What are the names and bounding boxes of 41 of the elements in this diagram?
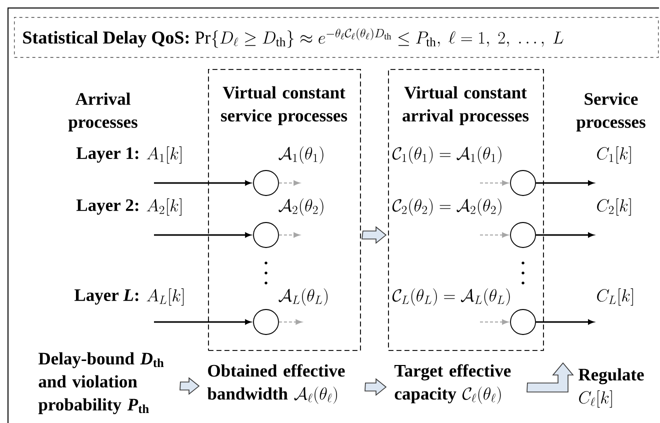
block-arrow: [362, 226, 387, 244]
node-label: $\mathcal{C}_1(\theta_1) = \mathcal{A}_1(\theta_1)$: [392, 146, 502, 164]
block-arrow: [526, 362, 574, 392]
arrow: [536, 320, 594, 324]
arrow: [154, 232, 251, 238]
arrow: [154, 180, 251, 186]
arrow: [536, 180, 594, 186]
step-text: Obtained effective bandwidth $\mathcal{A}_\ell(\theta_\ell)$: [207, 364, 345, 404]
rate-label: $\mathcal{A}_1(\theta_1)$: [278, 146, 324, 164]
column-heading: Arrival processes: [68, 92, 138, 132]
arrow: [278, 232, 300, 238]
rate-label: $C_1[k]$: [597, 146, 631, 164]
layer-label: Layer 1:: [76, 147, 138, 163]
step-text: Regulate $C_\ell[k]$: [578, 368, 644, 408]
arrow: [480, 232, 508, 238]
queue-circle: [253, 222, 279, 248]
arrow: [278, 319, 302, 325]
block-arrow: [180, 377, 200, 395]
rate-label: $\mathcal{A}_L(\theta_L)$: [278, 288, 328, 306]
arrow: [536, 232, 594, 238]
rate-label: $C_L[k]$: [597, 288, 633, 306]
arrow: [154, 320, 251, 324]
layer-label: Layer L:: [74, 289, 138, 305]
rate-label: $C_2[k]$: [597, 198, 631, 216]
rate-label: $A_2[k]$: [146, 198, 182, 216]
layer-label: Layer 2:: [76, 199, 138, 215]
arrow: [278, 180, 300, 186]
step-text: Target effective capacity $\mathcal{C}_\ell(\theta_\ell)$: [394, 364, 511, 404]
node-label: $\mathcal{C}_L(\theta_L) = \mathcal{A}_L(\theta_L)$: [392, 288, 510, 306]
column-heading: Service processes: [576, 92, 646, 132]
node-label: $\mathcal{C}_2(\theta_2) = \mathcal{A}_2(\theta_2)$: [392, 198, 502, 216]
arrow: [480, 319, 508, 325]
step-text: Delay-bound D$_{th}$ and violation probability P$_{th}$: [38, 352, 164, 414]
rate-label: $A_L[k]$: [146, 288, 184, 306]
rate-label: $A_1[k]$: [146, 146, 182, 164]
queue-circle: [253, 309, 279, 335]
block-arrow: [364, 378, 387, 396]
arrow: [480, 180, 508, 186]
qos-formula-band: Statistical Delay QoS: $\Pr\{D_\ell \ge D_{\mathrm{th}}\} \approx e^{-\theta_\ell \mathcal{C}_\ell(\theta_\ell) D_{\mathrm{th}}} \le P_{\mathrm{th}},\ \ell = 1,\ 2,\ \ldots,\ L$: [14, 17, 659, 58]
rate-label: $\mathcal{A}_2(\theta_2)$: [278, 198, 324, 216]
queue-circle: [253, 170, 279, 196]
